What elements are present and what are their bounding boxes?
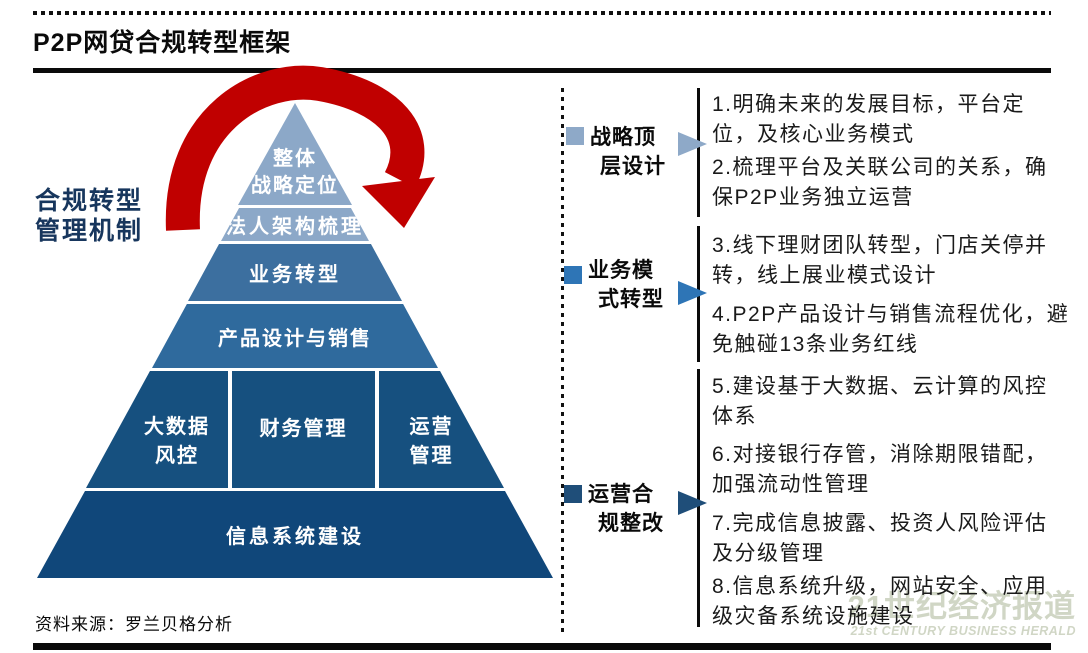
layer-label: 法人架构梳理 xyxy=(226,216,364,238)
cell-label: 财务管理 xyxy=(259,418,348,440)
cell-finance: 财务管理 xyxy=(232,371,375,488)
item-6: 6.对接银行存管，消除期限错配， 加强流动性管理 xyxy=(712,440,1084,500)
item-line: 5.建设基于大数据、云计算的风控 xyxy=(712,375,1048,398)
section2-label: 业务模 式转型 xyxy=(588,256,664,314)
item-line: 1.明确未来的发展目标，平台定 xyxy=(712,93,1026,116)
section-label-line: 业务模 xyxy=(588,259,654,282)
cell-label: 运营 xyxy=(409,415,454,438)
left-caption-line1: 合规转型 xyxy=(35,187,144,215)
cell-label: 大数据 xyxy=(144,415,210,438)
item-line: 体系 xyxy=(712,405,757,428)
section-label-line: 运营合 xyxy=(588,483,654,506)
cell-operations: 运营 管理 xyxy=(379,371,484,488)
item-line: 加强流动性管理 xyxy=(712,473,870,496)
item-5: 5.建设基于大数据、云计算的风控 体系 xyxy=(712,372,1084,432)
section-label-line: 层设计 xyxy=(600,155,666,178)
title-divider-rule xyxy=(33,68,1051,73)
page-title: P2P网贷合规转型框架 xyxy=(33,29,292,57)
item-2: 2.梳理平台及关联公司的关系，确 保P2P业务独立运营 xyxy=(712,153,1084,213)
item-line: 7.完成信息披露、投资人风险评估 xyxy=(712,512,1048,535)
item-line: 转，线上展业模式设计 xyxy=(712,264,937,287)
watermark-cn: 21世纪经济报道 xyxy=(847,589,1076,624)
layer-label: 整体 xyxy=(273,148,317,170)
cell-label: 风控 xyxy=(155,444,199,467)
item-line: 位，及核心业务模式 xyxy=(712,123,915,146)
cell-divider xyxy=(375,371,379,488)
cell-bigdata-risk: 大数据 风控 xyxy=(126,371,228,488)
item-8: 8.信息系统升级，网站安全、应用 级灾备系统设施建设 xyxy=(712,572,1084,632)
watermark: 21世纪经济报道 21st CENTURY BUSINESS HERALD xyxy=(847,589,1076,639)
source-note: 资料来源：罗兰贝格分析 xyxy=(35,615,233,634)
pyramid-layer-legal-structure: 法人架构梳理 xyxy=(221,208,369,241)
section2-bullet-square xyxy=(564,266,582,284)
item-line: 3.线下理财团队转型，门店关停并 xyxy=(712,234,1048,257)
item-line: 及分级管理 xyxy=(712,542,825,565)
pyramid-layer-info-system: 信息系统建设 xyxy=(37,491,553,578)
section3-bullet-square xyxy=(564,485,582,503)
section1-label: 战略顶 层设计 xyxy=(590,123,666,181)
pyramid-layer-product-design: 产品设计与销售 xyxy=(152,304,438,368)
item-line: 2.梳理平台及关联公司的关系，确 xyxy=(712,156,1048,179)
cell-divider xyxy=(228,371,232,488)
top-dotted-rule xyxy=(33,11,1051,15)
pyramid-layer-business-transform: 业务转型 xyxy=(188,244,402,301)
item-line: 级灾备系统设施建设 xyxy=(712,605,915,628)
item-1: 1.明确未来的发展目标，平台定 位，及核心业务模式 xyxy=(712,90,1084,150)
panel-dotted-divider xyxy=(561,88,564,633)
item-3: 3.线下理财团队转型，门店关停并 转，线上展业模式设计 xyxy=(712,231,1084,291)
layer-label: 战略定位 xyxy=(251,175,339,197)
layer-label: 信息系统建设 xyxy=(226,526,364,548)
layer-label: 产品设计与销售 xyxy=(218,327,372,350)
left-caption-line2: 管理机制 xyxy=(35,217,144,245)
watermark-en: 21st CENTURY BUSINESS HERALD xyxy=(850,624,1076,638)
section1-arrow-icon xyxy=(678,132,707,156)
item-line: 保P2P业务独立运营 xyxy=(712,186,914,209)
item-7: 7.完成信息披露、投资人风险评估 及分级管理 xyxy=(712,509,1084,569)
pyramid-layer-operations: 大数据 风控 财务管理 运营 管理 xyxy=(86,371,504,488)
section-label-line: 规整改 xyxy=(598,512,664,535)
item-line: 免触碰13条业务红线 xyxy=(712,333,919,356)
section3-label: 运营合 规整改 xyxy=(588,480,664,538)
cell-label: 管理 xyxy=(409,444,454,467)
left-caption: 合规转型 管理机制 xyxy=(35,186,143,246)
item-4: 4.P2P产品设计与销售流程优化，避 免触碰13条业务红线 xyxy=(712,300,1084,360)
section2-arrow-icon xyxy=(678,281,707,305)
bottom-rule xyxy=(33,643,1051,650)
section1-bullet-square xyxy=(566,127,584,145)
item-line: 8.信息系统升级，网站安全、应用 xyxy=(712,575,1048,598)
item-line: 6.对接银行存管，消除期限错配， xyxy=(712,443,1048,466)
pyramid-layer-overall-strategy: 整体 战略定位 xyxy=(238,103,352,205)
section-label-line: 战略顶 xyxy=(590,126,656,149)
layer-label: 业务转型 xyxy=(249,264,341,286)
section3-arrow-icon xyxy=(678,491,707,515)
section-label-line: 式转型 xyxy=(598,288,664,311)
item-line: 4.P2P产品设计与销售流程优化，避 xyxy=(712,303,1070,326)
